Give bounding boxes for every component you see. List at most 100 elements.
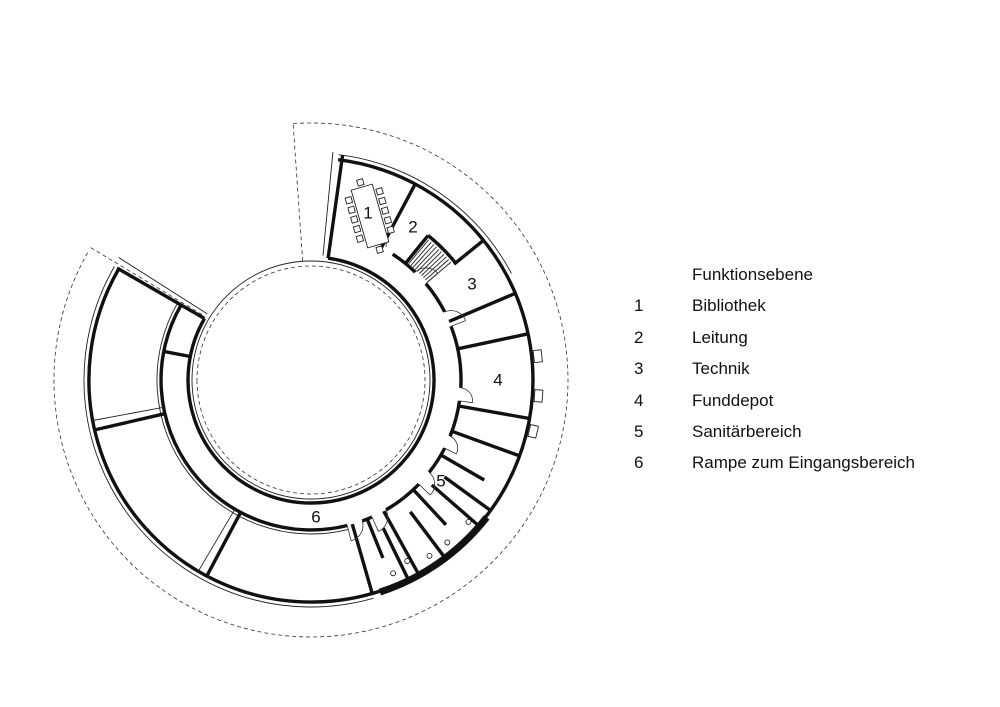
partition-wall xyxy=(427,234,457,264)
stair-tread xyxy=(425,259,449,281)
legend-label: Bibliothek xyxy=(692,296,766,316)
legend-title: Funktionsebene xyxy=(692,265,813,284)
partition-wall xyxy=(451,429,521,458)
partition-wall xyxy=(408,510,446,559)
partition-wall xyxy=(404,234,430,265)
partition-wall xyxy=(430,483,480,527)
corridor-wall xyxy=(448,400,462,437)
chair xyxy=(380,206,390,215)
outer-wall-line xyxy=(83,266,374,608)
legend-label: Sanitärbereich xyxy=(692,422,802,442)
courtyard-wall xyxy=(186,256,436,505)
courtyard-dashed-line xyxy=(196,265,426,495)
site-boundary xyxy=(53,122,569,638)
door-swing xyxy=(444,310,467,327)
partition-wall xyxy=(440,453,486,482)
partition-wall-line xyxy=(92,406,164,421)
legend: Funktionsebene 1 Bibliothek 2 Leitung 3 Tec… xyxy=(630,259,915,479)
partition-wall xyxy=(350,523,374,594)
legend-number: 5 xyxy=(634,422,644,442)
chair xyxy=(383,215,393,225)
outer-wall-thick-section xyxy=(378,515,490,596)
partition-wall xyxy=(457,332,529,351)
legend-number: 6 xyxy=(634,453,644,473)
stair-tread xyxy=(408,239,429,264)
window-bay xyxy=(532,349,543,364)
plan-walls xyxy=(53,122,569,638)
legend-number: 2 xyxy=(634,327,644,347)
door-swing xyxy=(459,387,473,404)
chair xyxy=(375,187,384,196)
toilet-fixture xyxy=(465,518,472,525)
legend-item: 3 Technik xyxy=(630,353,915,384)
corridor-wall xyxy=(424,282,447,313)
partition-wall xyxy=(365,518,385,559)
stair-tread xyxy=(419,251,442,274)
stair-tread xyxy=(416,248,440,272)
table-top xyxy=(350,183,390,249)
legend-number: 1 xyxy=(634,296,644,316)
room-label-3: 3 xyxy=(467,274,476,293)
room-1-side-wall xyxy=(326,154,345,259)
chair xyxy=(347,205,356,215)
window-bay xyxy=(533,389,544,403)
toilet-fixture xyxy=(404,558,411,564)
chair xyxy=(352,224,362,234)
partition-wall xyxy=(94,412,166,432)
site-boundary xyxy=(90,247,203,315)
toilet-fixture xyxy=(444,539,451,546)
legend-label: Rampe zum Eingangsbereich xyxy=(692,453,916,473)
corridor-wall xyxy=(385,483,421,512)
partition-wall xyxy=(443,475,492,512)
conference-table xyxy=(344,178,395,254)
stair-tread xyxy=(410,241,432,266)
partition-wall xyxy=(382,510,421,576)
chair xyxy=(344,195,354,205)
partition-wall xyxy=(163,349,191,359)
site-boundary xyxy=(292,123,304,262)
chair xyxy=(350,215,359,224)
corridor-wall xyxy=(391,252,417,274)
toilet-fixture xyxy=(390,570,397,577)
partition-wall xyxy=(448,291,517,323)
room-1-side-wall-line xyxy=(322,152,334,256)
chair xyxy=(356,178,365,187)
stair-tread xyxy=(423,256,447,279)
room-label-5: 5 xyxy=(436,471,445,490)
corridor-wall xyxy=(427,447,447,474)
door-swing xyxy=(444,435,459,455)
room-label-1: 1 xyxy=(363,203,372,222)
courtyard-glass-line xyxy=(191,260,431,500)
legend-item: 1 Bibliothek xyxy=(630,290,915,321)
legend-number: 4 xyxy=(634,390,644,410)
chair xyxy=(378,196,387,206)
door-swing xyxy=(418,471,436,496)
partition-wall xyxy=(205,511,243,577)
partition-wall xyxy=(452,238,485,266)
chair xyxy=(355,234,365,243)
legend-item: 5 Sanitärbereich xyxy=(630,416,915,447)
legend-label: Leitung xyxy=(692,327,748,347)
corridor-wall xyxy=(159,304,348,532)
legend-item: 2 Leitung xyxy=(630,322,915,353)
partition-wall xyxy=(458,404,530,421)
partition-wall-line xyxy=(197,508,236,572)
door-swing xyxy=(414,267,439,284)
partition-wall xyxy=(412,488,448,526)
stair-tread xyxy=(414,246,437,270)
corridor-wall-inner-line xyxy=(156,302,349,535)
window-bay xyxy=(527,424,539,439)
chair xyxy=(375,245,384,254)
legend-label: Technik xyxy=(692,359,750,379)
room-label-2: 2 xyxy=(408,217,417,236)
end-wall-line xyxy=(118,257,208,315)
stair-tread xyxy=(421,253,445,276)
partition-wall xyxy=(381,527,410,581)
legend-number: 3 xyxy=(634,359,644,379)
corridor-wall xyxy=(449,325,463,388)
outer-wall-line xyxy=(338,154,512,274)
door-swing xyxy=(346,520,364,542)
end-wall xyxy=(116,266,206,320)
